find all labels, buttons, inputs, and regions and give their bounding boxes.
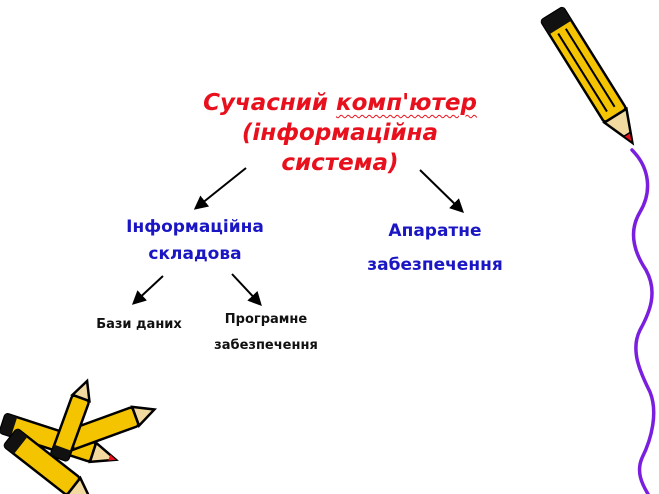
node-software: Програмне забезпечення [200,307,332,359]
arrow-info-to-databases [131,275,164,305]
node-information-component-line1: Інформаційна [126,217,264,237]
pencil-icon-top-right [540,6,635,146]
node-databases-label: Бази даних [96,317,182,332]
node-information-component: Інформаційна складова [100,214,290,268]
node-hardware-line2: забезпечення [367,255,503,275]
arrow-root-to-hardware [419,169,465,213]
node-modern-computer: Сучасний комп'ютер (інформаційна система… [190,88,490,178]
node-modern-computer-line3: система) [281,150,399,176]
node-software-line1: Програмне [224,312,308,327]
pencils-icon-bottom-left [0,378,158,494]
arrow-root-to-info [193,167,247,210]
arrow-info-to-software [231,273,262,307]
node-information-component-line2: складова [148,244,242,264]
node-software-line2: забезпечення [214,338,318,353]
squiggle-line-right [630,148,656,494]
node-hardware: Апаратне забезпечення [355,214,515,282]
node-modern-computer-line1: Сучасний комп'ютер [203,90,477,116]
node-hardware-line1: Апаратне [388,221,482,241]
node-databases: Бази даних [76,312,202,338]
node-modern-computer-line2: (інформаційна [241,120,439,146]
underlined-word: комп'ютер [336,90,477,116]
